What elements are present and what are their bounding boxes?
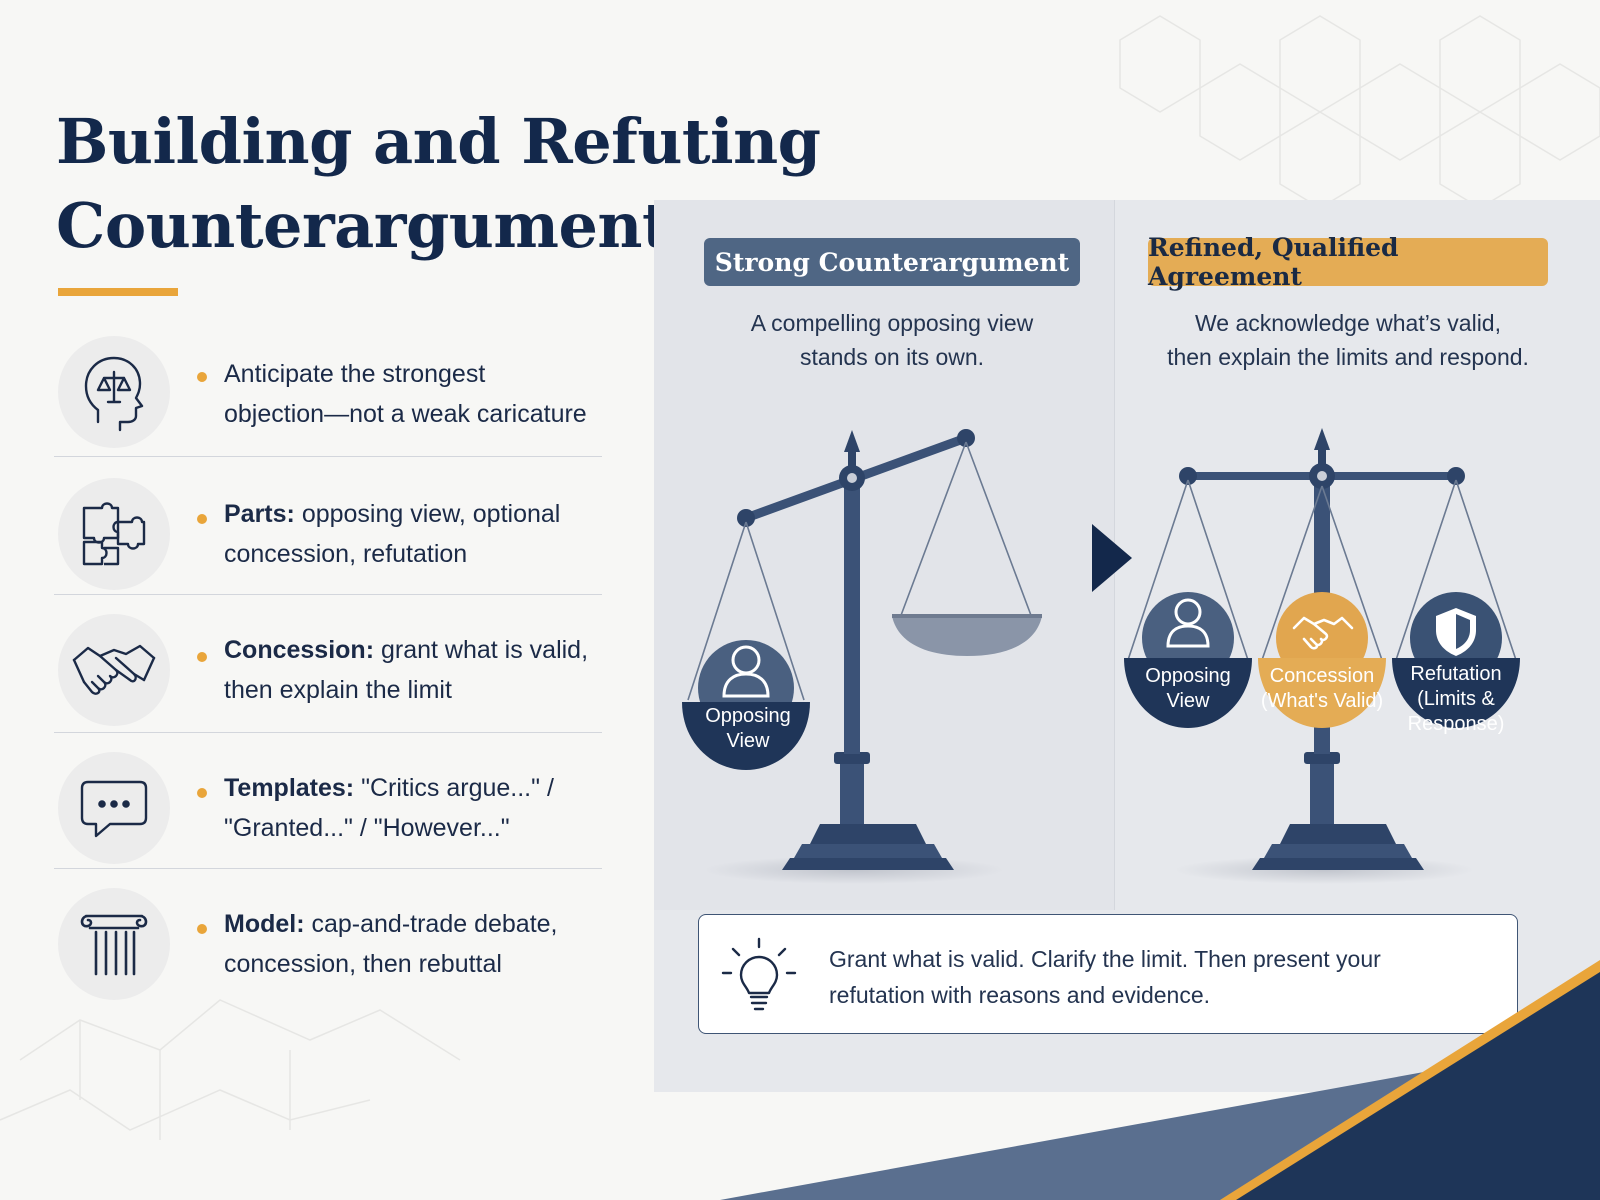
bullet-dot: [197, 652, 207, 662]
qualified-agreement-label: Refined, Qualified Agreement: [1148, 233, 1548, 291]
bullet-text: Anticipate the strongest objection—not a…: [224, 360, 587, 428]
puzzle-icon: [82, 502, 146, 566]
icon-circle: [58, 752, 170, 864]
right-subtitle: We acknowledge what’s valid, then explai…: [1167, 310, 1529, 370]
scales-illustration: [682, 428, 1520, 884]
balanced-scale: [1124, 428, 1520, 884]
left-subtitle: A compelling opposing view stands on its…: [750, 310, 1034, 370]
person-icon: [1166, 598, 1210, 648]
icon-circle: [58, 478, 170, 590]
title-accent-rule: [58, 288, 178, 296]
bullet-text: Templates: "Critics argue..." / "Granted…: [224, 774, 554, 842]
column-icon: [80, 914, 148, 976]
icon-circle: [58, 614, 170, 726]
handshake-icon: [72, 644, 156, 695]
bullet-item-anticipate: Anticipate the strongest objection—not a…: [54, 336, 604, 450]
tip-text: Grant what is valid. Clarify the limit. …: [829, 946, 1381, 1008]
strong-counterargument-label: Strong Counterargument: [704, 238, 1080, 286]
bullet-divider: [54, 594, 602, 595]
pan-label-opposing-view: Opposing View: [1145, 665, 1231, 712]
tip-callout: Grant what is valid. Clarify the limit. …: [698, 914, 1518, 1034]
left-pan-label: Opposing View: [705, 705, 791, 752]
pan-label-concession: Concession (What's Valid): [1260, 665, 1384, 712]
bullet-text: Parts: opposing view, optional concessio…: [224, 500, 561, 568]
shield-icon: [1436, 608, 1476, 656]
icon-circle: [58, 336, 170, 448]
bullet-item-parts: Parts: opposing view, optional concessio…: [54, 478, 604, 592]
bullet-dot: [197, 924, 207, 934]
handshake-icon: [1292, 616, 1354, 650]
bullet-dot: [197, 514, 207, 524]
tipped-scale: [682, 429, 1042, 884]
speech-bubble-icon: [80, 780, 148, 838]
icon-circle: [58, 888, 170, 1000]
bullet-text: Model: cap-and-trade debate, concession,…: [224, 910, 558, 978]
pan-label-refutation: Refutation (Limits & Response): [1407, 663, 1505, 735]
left-column-background: [654, 200, 1114, 910]
bullet-divider: [54, 456, 602, 457]
title-line-2: Counterarguments: [56, 189, 705, 262]
bullet-text: Concession: grant what is valid, then ex…: [224, 636, 589, 704]
lightbulb-icon: [721, 937, 797, 1011]
head-scales-icon: [84, 356, 144, 432]
bullet-item-templates: Templates: "Critics argue..." / "Granted…: [54, 752, 604, 866]
bullet-dot: [197, 788, 207, 798]
bullet-divider: [54, 732, 602, 733]
transition-arrow-icon: [1092, 524, 1132, 592]
page-title: Building and Refuting Counterarguments: [56, 100, 821, 268]
bullet-dot: [197, 372, 207, 382]
title-line-1: Building and Refuting: [56, 105, 821, 178]
bullet-item-concession: Concession: grant what is valid, then ex…: [54, 614, 604, 728]
bullet-item-model: Model: cap-and-trade debate, concession,…: [54, 888, 604, 1002]
person-icon: [722, 645, 770, 698]
bullet-divider: [54, 868, 602, 869]
